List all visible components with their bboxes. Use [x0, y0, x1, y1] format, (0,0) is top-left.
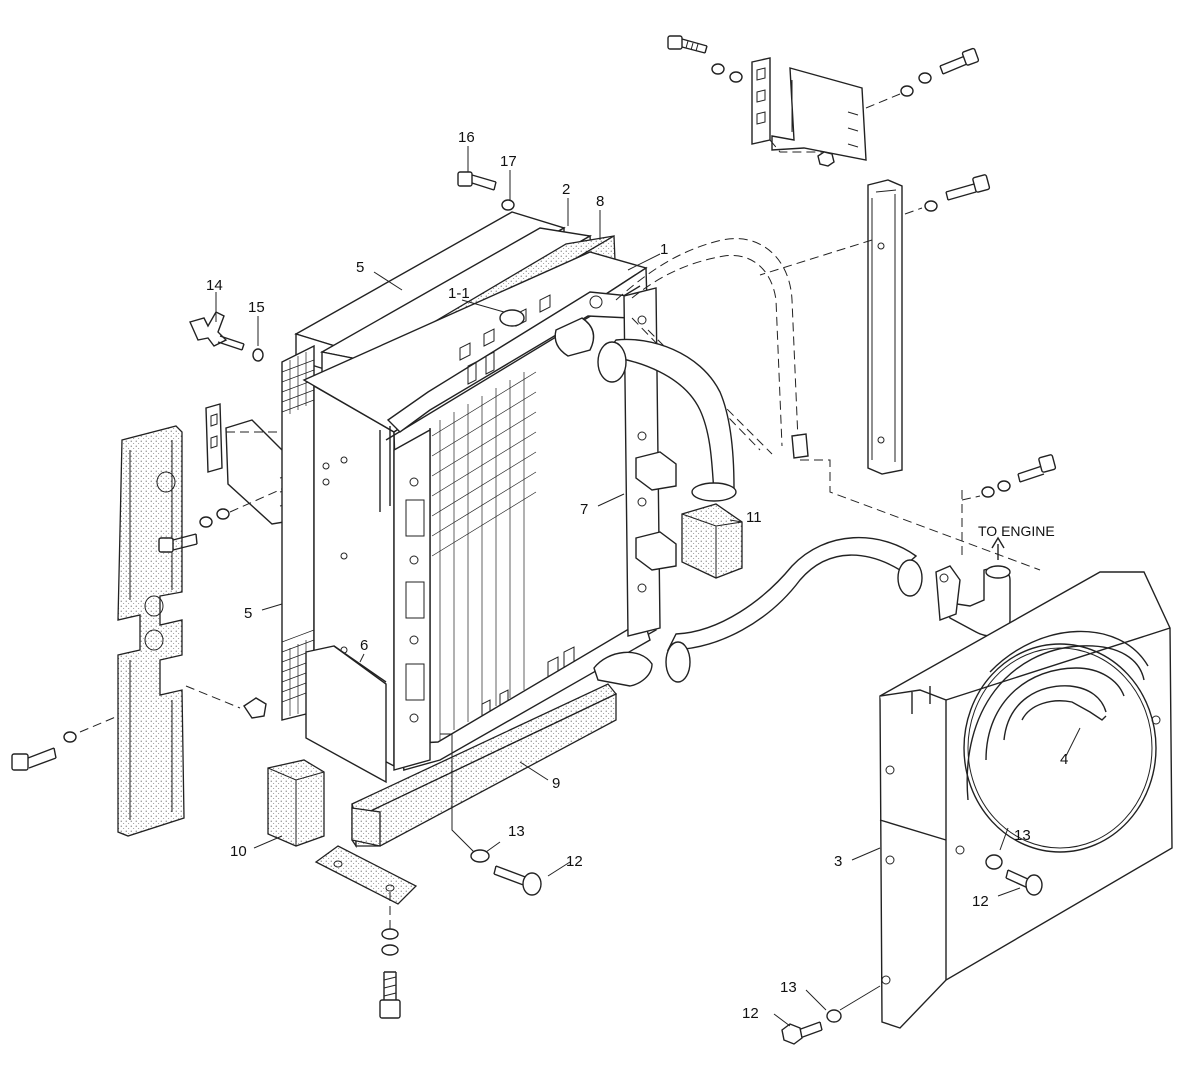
overflow-tube	[615, 238, 1041, 571]
upper-hose	[597, 338, 737, 502]
callout-label: 2	[562, 181, 570, 198]
callout-label: 8	[596, 193, 604, 210]
callout-label: 4	[1060, 751, 1068, 768]
callout-labels: 1 1-1 2 3 4 5 5 6 7 8 9 10 11 12 12 12 13 13 13 14 15 16 17	[206, 129, 1068, 1022]
sensor-block-11	[681, 503, 743, 579]
callout-label: 3	[834, 853, 842, 870]
lower-hose	[593, 536, 923, 687]
fan-shroud	[879, 571, 1173, 1029]
bolt-icon	[1005, 869, 1043, 896]
callout-label: 13	[1014, 827, 1031, 844]
washer-icon	[826, 1009, 842, 1023]
to-engine-label: TO ENGINE	[978, 523, 1055, 539]
clamp-icon	[243, 697, 267, 719]
callout-label: 16	[458, 129, 475, 146]
callout-label: 9	[552, 775, 560, 792]
filter-block-6	[305, 645, 387, 784]
hose-clamp-icon	[665, 641, 691, 683]
washer-icon	[501, 199, 515, 211]
washer-icon	[918, 72, 932, 84]
bolt-icon	[457, 171, 497, 191]
radiator-core	[302, 251, 677, 772]
washer-icon	[199, 516, 213, 528]
washer-icon	[381, 928, 399, 940]
callout-label: 12	[566, 853, 583, 870]
callout-label: 17	[500, 153, 517, 170]
bolt-icon	[667, 35, 708, 54]
wing-bolt-icon	[189, 311, 245, 351]
callout-label: 11	[746, 509, 762, 526]
bolt-icon	[961, 454, 1057, 560]
leader-lines	[215, 146, 1081, 1027]
hose-clamp-icon	[691, 482, 737, 502]
foam-block-10	[267, 759, 325, 847]
callout-label: 13	[508, 823, 525, 840]
bolt-icon	[158, 533, 198, 553]
bolt-icon	[379, 971, 401, 1019]
engine-pipe	[935, 536, 1011, 637]
callout-label: 14	[206, 277, 223, 294]
washer-icon	[470, 849, 490, 863]
hose-clamp-icon	[597, 341, 627, 383]
callout-label: 1-1	[448, 285, 470, 302]
callout-label: 1	[660, 241, 668, 258]
callout-label: 5	[356, 259, 364, 276]
nut-icon	[817, 151, 835, 167]
radiator-cap-icon	[499, 309, 525, 327]
callout-label: 12	[972, 893, 989, 910]
hose-clamp-icon	[897, 559, 923, 597]
callout-label: 6	[360, 637, 368, 654]
bolt-icon	[939, 47, 980, 75]
bolt-icon	[945, 174, 991, 201]
washer-icon	[900, 85, 914, 97]
callout-label: 15	[248, 299, 265, 316]
mount-plate	[314, 845, 418, 905]
bolt-icon	[11, 747, 57, 771]
washer-icon	[216, 508, 230, 520]
washer-icon	[252, 348, 264, 362]
bolt-icon	[493, 865, 542, 896]
lower-foam-bar	[351, 683, 618, 849]
callout-label: 13	[780, 979, 797, 996]
washer-icon	[729, 71, 743, 83]
washer-icon	[381, 944, 399, 956]
stay-rod	[759, 174, 991, 475]
side-baffle-plate	[117, 425, 185, 837]
washer-icon	[711, 63, 725, 75]
washer-icon	[924, 200, 938, 212]
washer-icon	[985, 854, 1003, 870]
upper-bracket-assembly	[667, 35, 980, 167]
callout-label: 7	[580, 501, 588, 518]
callout-label: 10	[230, 843, 247, 860]
callout-label: 5	[244, 605, 252, 622]
bracket-angle	[771, 67, 867, 161]
washer-icon	[63, 731, 77, 743]
callout-label: 12	[742, 1005, 759, 1022]
bolt-icon	[781, 1021, 823, 1045]
